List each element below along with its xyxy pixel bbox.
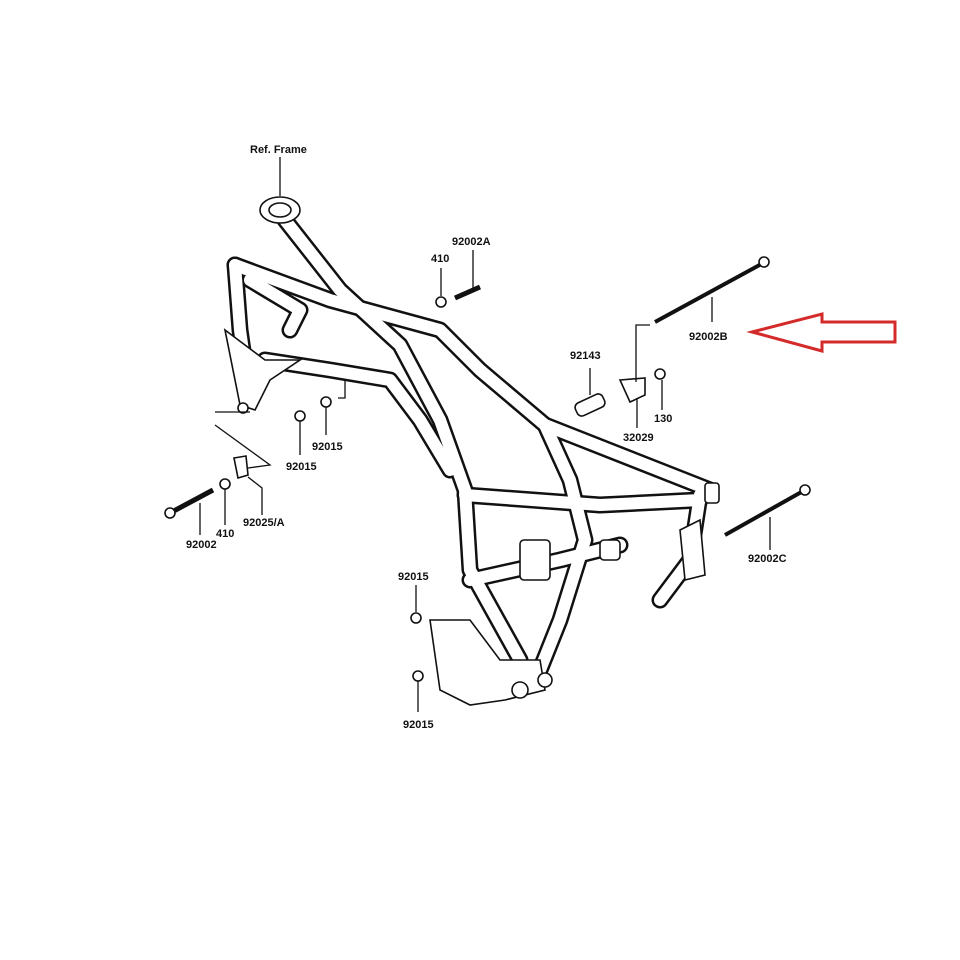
label-92002B: 92002B [689,331,728,343]
bracket-32029[interactable] [618,377,646,404]
label-410-top: 410 [431,253,449,265]
label-32029: 32029 [623,432,654,444]
label-92015-d: 92015 [403,719,434,731]
bolt-130[interactable] [654,368,666,380]
parts [164,256,811,682]
nut-92015[interactable] [320,396,332,408]
nut-92015-bottom[interactable] [412,670,424,682]
nut-92015[interactable] [294,410,306,422]
label-92002C: 92002C [748,553,787,565]
leader-lines [199,157,771,712]
label-130: 130 [654,413,672,425]
washer-410-left[interactable] [219,478,231,490]
label-ref-frame: Ref. Frame [250,144,307,156]
label-92002: 92002 [186,539,217,551]
label-92015-a: 92015 [312,441,343,453]
washer-410[interactable] [435,296,447,308]
bolt-92002C[interactable] [724,488,806,537]
label-92015-b: 92015 [286,461,317,473]
label-92015-c: 92015 [398,571,429,583]
bolt-92002B[interactable] [654,260,766,324]
nut-92015-lower[interactable] [410,612,422,624]
bolt-92002A[interactable] [453,284,482,301]
spacer-92143[interactable] [573,392,606,417]
bolt-92002[interactable] [168,487,215,516]
label-410-left: 410 [216,528,234,540]
highlight-arrow-icon [746,312,897,353]
label-92025A: 92025/A [243,517,285,529]
frame-drawing [223,196,720,706]
label-92143: 92143 [570,350,601,362]
part-labels: Ref. Frame 92002A 410 92002B 92143 130 3… [186,144,787,731]
label-92002A: 92002A [452,236,491,248]
bracket-92025A[interactable] [233,455,249,480]
